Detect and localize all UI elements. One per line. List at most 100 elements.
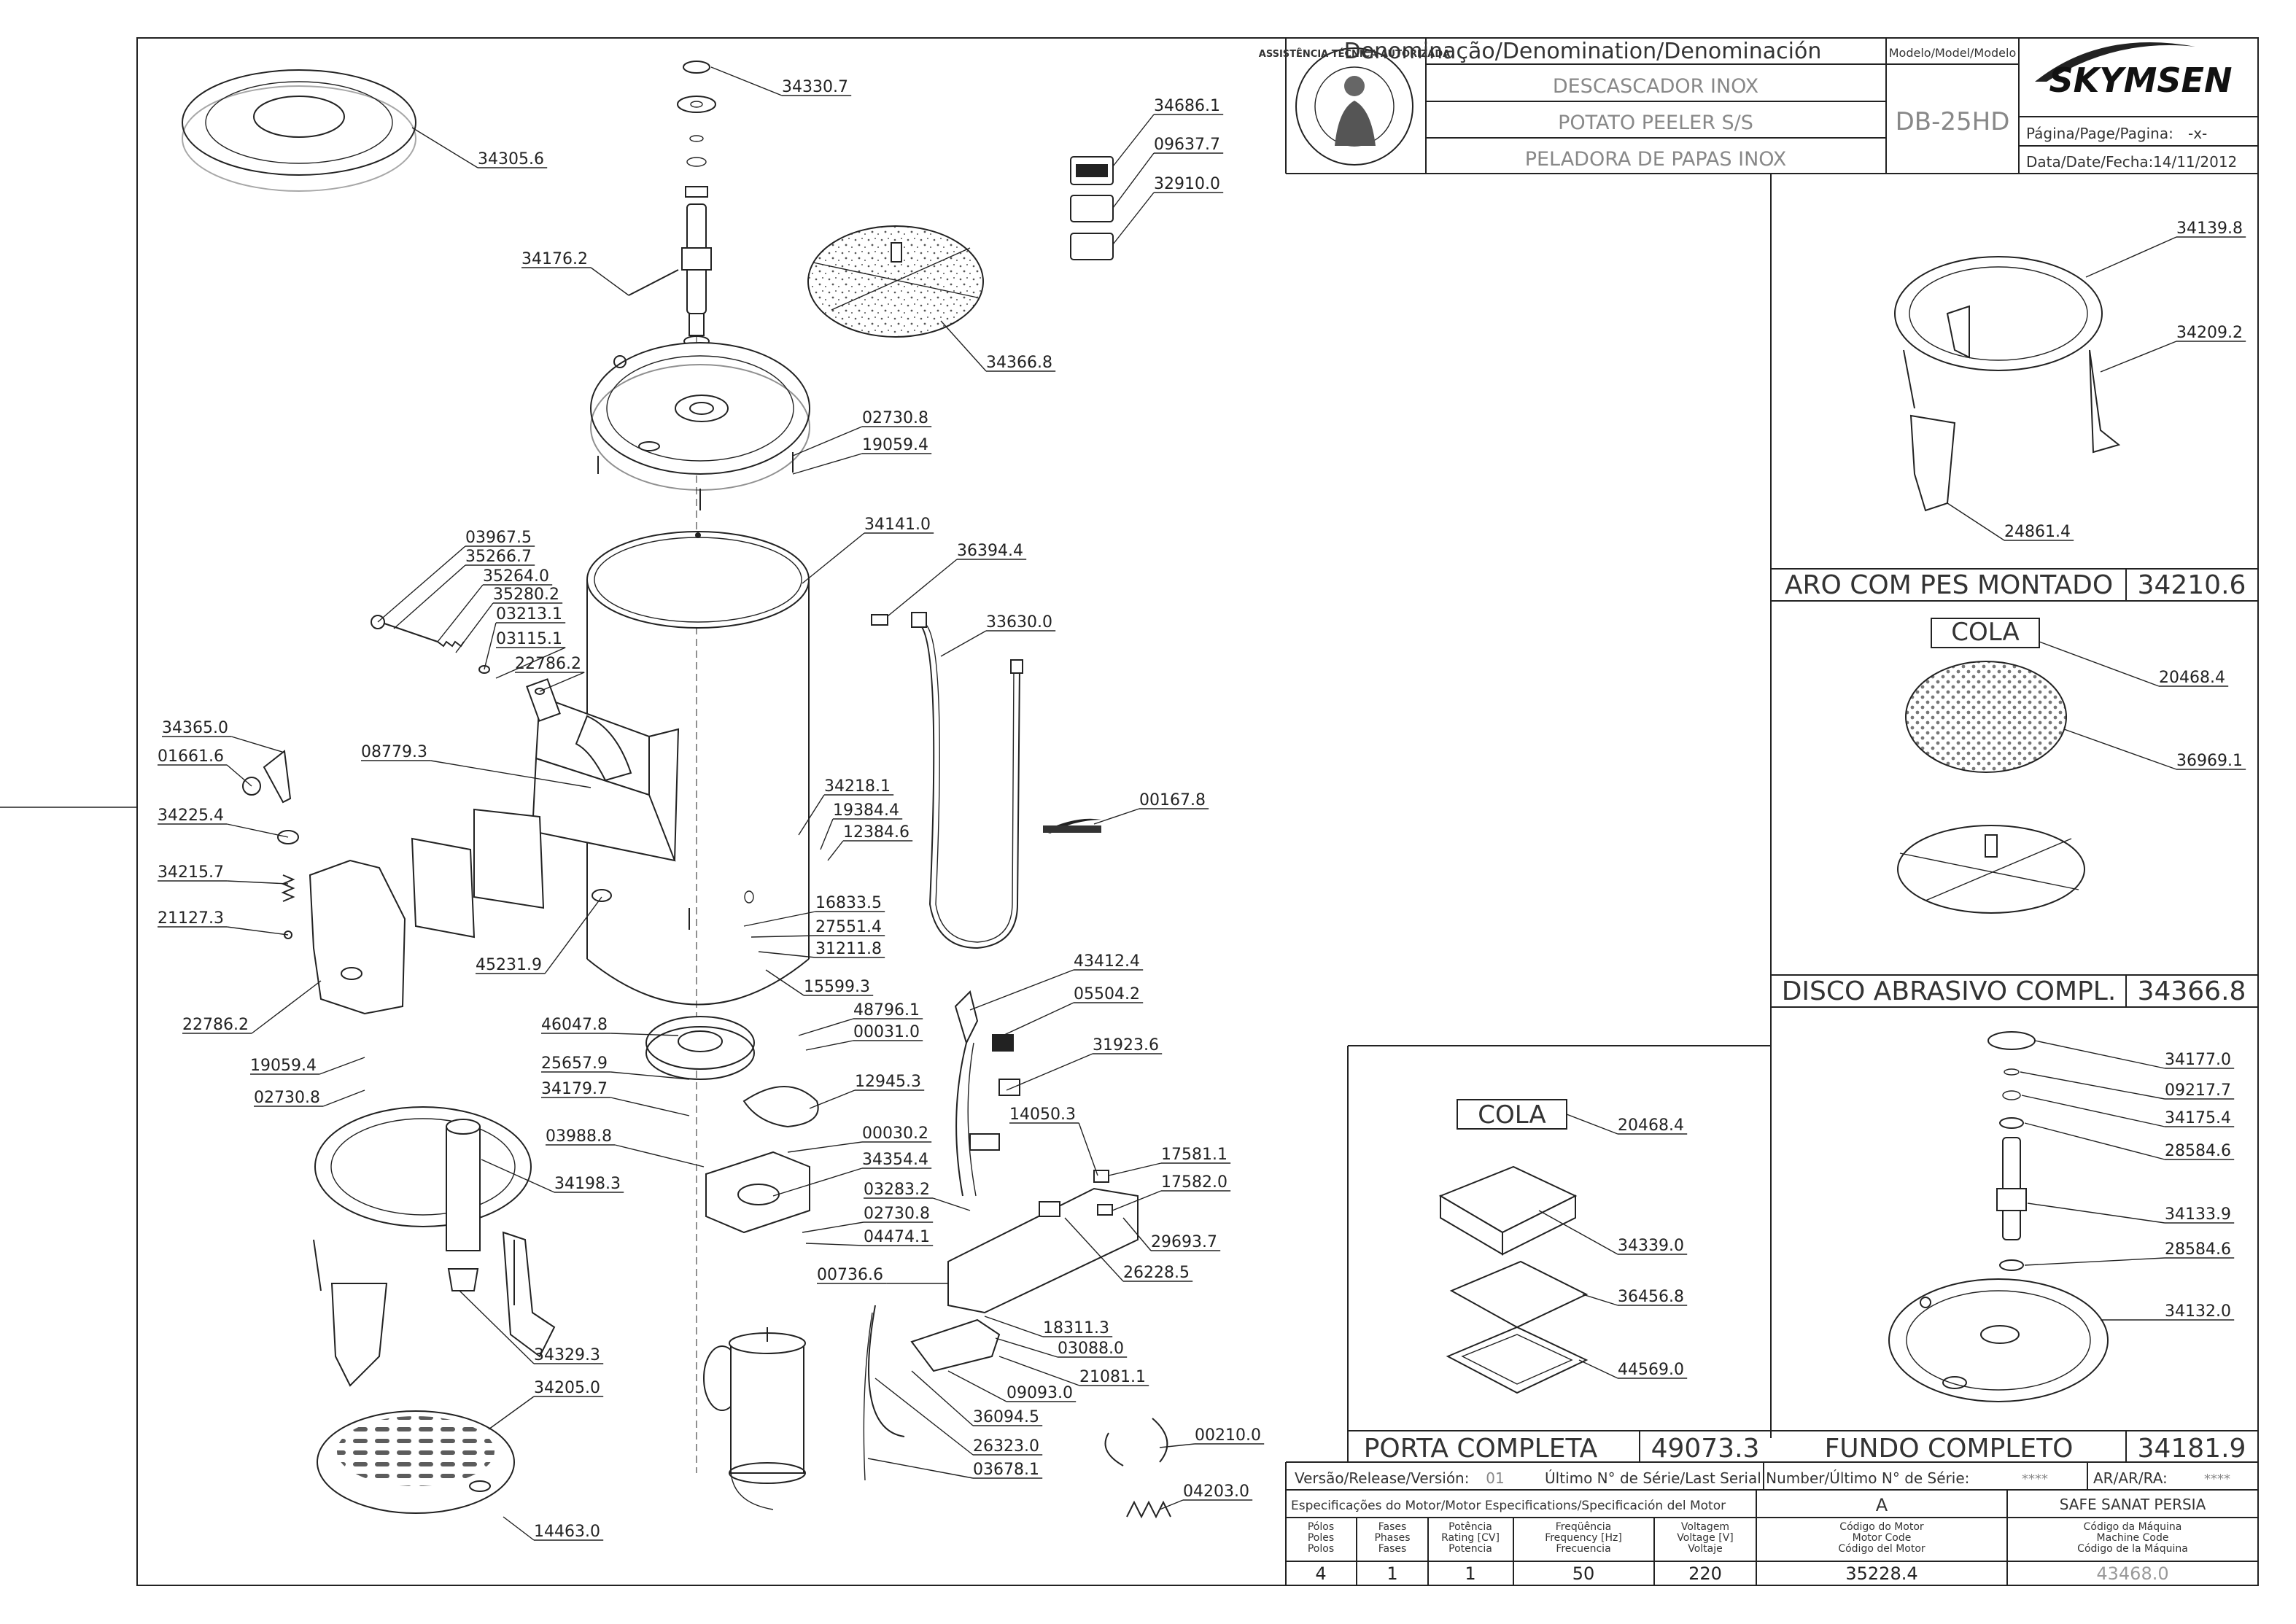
callout-leader — [481, 1159, 555, 1193]
spec-column-header: Código da Máquina — [2084, 1521, 2182, 1533]
spec-column-header: Fases — [1378, 1543, 1407, 1555]
callout-leader — [2020, 1071, 2165, 1100]
part-number-label: 03967.5 — [465, 529, 532, 547]
part-number-label: 36969.1 — [2176, 752, 2243, 770]
date-value: 14/11/2012 — [2153, 153, 2237, 171]
hose-part — [871, 612, 1023, 949]
main-exploded-view — [182, 61, 1171, 1519]
part-number-label: 00030.2 — [862, 1124, 928, 1143]
part-number-label: 36394.4 — [957, 542, 1023, 560]
motor-code-revision: A — [1876, 1495, 1888, 1515]
part-number-label: 00031.0 — [853, 1023, 920, 1041]
callout-leader — [1159, 1443, 1195, 1448]
callout-leader — [802, 1221, 864, 1233]
callout-leader — [393, 564, 466, 629]
callout-leader — [610, 1071, 690, 1080]
part-number-label: 24861.4 — [2004, 523, 2071, 541]
spec-column-header: Machine Code — [2097, 1532, 2169, 1544]
callout-leader — [459, 1290, 535, 1364]
cola-box-sieve — [1931, 618, 2040, 648]
spec-column-header: Phases — [1374, 1532, 1410, 1544]
part-number-label: 22786.2 — [515, 655, 581, 673]
callout-leader — [230, 736, 285, 753]
part-number-label: 25657.9 — [541, 1054, 608, 1073]
top-plate-part — [590, 342, 810, 491]
callout-leader — [940, 320, 987, 372]
callout-leader — [610, 1033, 679, 1036]
part-number-label: 31211.8 — [815, 940, 882, 958]
callout-leader — [998, 1356, 1080, 1386]
spec-column-value: 35228.4 — [1845, 1563, 1917, 1584]
brand-name: SKYMSEN — [2049, 61, 2233, 100]
part-number-label: 08779.3 — [361, 743, 427, 761]
part-number-label: 12945.3 — [855, 1073, 921, 1091]
top-ring-part — [182, 69, 416, 192]
skymsen-decal-part — [1043, 818, 1101, 834]
part-number-label: 00167.8 — [1139, 791, 1206, 809]
bottom-grate-part — [317, 1410, 515, 1514]
name-pt: DESCASCADOR INOX — [1553, 75, 1758, 98]
callout-leader — [590, 267, 629, 296]
part-number-label: 34339.0 — [1618, 1237, 1684, 1255]
callout-leader — [2039, 641, 2160, 687]
ar-value: **** — [2204, 1472, 2230, 1487]
callout-leader — [798, 1018, 854, 1036]
abrasive-disc-part — [807, 225, 984, 338]
motor-part — [703, 1327, 806, 1510]
callout-leader — [932, 1197, 971, 1211]
part-number-label: 33630.0 — [986, 613, 1052, 632]
assembly-code-bottom: 34181.9 — [2138, 1434, 2246, 1464]
callout-leader — [1093, 808, 1140, 825]
part-number-label: 02730.8 — [862, 409, 928, 427]
callout-leader — [2024, 1257, 2165, 1266]
callout-leader — [455, 602, 494, 653]
part-number-label: 01661.6 — [158, 747, 224, 766]
callout-leader — [1122, 1217, 1152, 1251]
callout-leader — [2063, 729, 2177, 770]
part-number-label: 26228.5 — [1123, 1264, 1190, 1282]
part-number-label: 21081.1 — [1079, 1368, 1146, 1386]
part-number-label: 03988.8 — [546, 1127, 612, 1146]
inset-drawings: COLA COLA — [1438, 256, 2121, 1402]
spec-column-value: 4 — [1315, 1563, 1326, 1584]
assembly-code-ring: 34210.6 — [2138, 570, 2246, 600]
spec-column-header: Frequency [Hz] — [1545, 1532, 1622, 1544]
callout-leader — [1538, 1210, 1618, 1255]
denomination-header: Denominação/Denomination/Denominación — [1344, 39, 1822, 64]
ring-with-feet-drawing — [1894, 256, 2121, 512]
part-number-label: 34218.1 — [824, 777, 891, 796]
callout-leader — [867, 1458, 974, 1479]
callout-leader — [227, 823, 289, 838]
callout-leader — [1112, 192, 1155, 245]
callout-leader — [765, 969, 804, 996]
part-number-label: 34305.6 — [478, 150, 544, 168]
spec-column-header: Voltagem — [1681, 1521, 1729, 1533]
callout-leader — [2085, 236, 2177, 278]
serial-label: Último N° de Série/Last Serial Number/Úl… — [1545, 1469, 1969, 1487]
callout-leader — [1578, 1359, 1618, 1379]
callout-leader — [1002, 1002, 1074, 1036]
part-number-label: 04474.1 — [864, 1228, 930, 1246]
part-number-label: 09637.7 — [1154, 136, 1220, 154]
part-number-label: 14050.3 — [1009, 1106, 1076, 1124]
customer-name: SAFE SANAT PERSIA — [2060, 1496, 2206, 1513]
callout-leader — [805, 1243, 864, 1246]
spec-column-value: 1 — [1465, 1563, 1475, 1584]
callout-leader — [411, 127, 478, 168]
spec-column-header: Voltage [V] — [1677, 1532, 1733, 1544]
callout-leader — [792, 453, 863, 475]
part-number-label: 21127.3 — [158, 909, 224, 928]
callout-leader — [1112, 1190, 1162, 1211]
page-value: -x- — [2188, 125, 2207, 142]
part-number-label: 09217.7 — [2165, 1081, 2231, 1100]
shaft-assembly — [628, 61, 716, 1473]
part-number-label: 36456.8 — [1618, 1288, 1684, 1306]
callout-leader — [1947, 502, 2005, 541]
spec-column-header: Código del Motor — [1838, 1543, 1925, 1555]
callout-leader — [2024, 1122, 2165, 1160]
part-number-label: 03115.1 — [496, 630, 562, 648]
spec-column-value: 220 — [1688, 1563, 1722, 1584]
callout-leader — [503, 1516, 535, 1541]
assembly-name-bottom: FUNDO COMPLETO — [1825, 1434, 2074, 1464]
